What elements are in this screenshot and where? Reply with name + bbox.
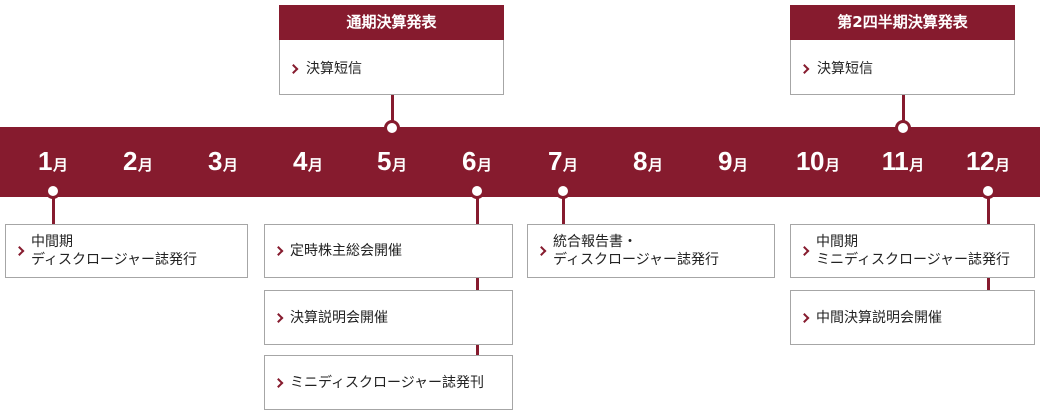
connector-line xyxy=(51,195,55,225)
month-unit: 月 xyxy=(909,156,925,174)
event-item-text: 中間決算説明会開催 xyxy=(816,309,942,327)
event-item-text: 定時株主総会開催 xyxy=(290,242,402,260)
event-item-text: ミニディスクロージャー誌発刊 xyxy=(290,374,484,392)
event-item-line: 決算説明会開催 xyxy=(290,309,388,326)
event-item-text: 統合報告書・ ディスクロージャー誌発行 xyxy=(553,233,719,269)
event-item: 決算短信 xyxy=(790,40,1015,95)
chevron-right-icon xyxy=(799,312,810,323)
month-number: 12 xyxy=(966,146,994,176)
month-number: 4 xyxy=(293,146,307,176)
month-label-4: 4月 xyxy=(268,143,348,179)
month-unit: 月 xyxy=(476,156,492,174)
event-card-annual-results: 通期決算発表 決算短信 xyxy=(279,5,504,95)
timeline-dot-month-11 xyxy=(895,120,911,136)
month-unit: 月 xyxy=(222,156,238,174)
event-item-line: 統合報告書・ xyxy=(553,234,637,250)
month-label-3: 3月 xyxy=(183,143,263,179)
event-item-line: 定時株主総会開催 xyxy=(290,243,402,259)
event-box-results-briefing: 決算説明会開催 xyxy=(264,290,513,345)
chevron-right-icon xyxy=(799,246,810,256)
timeline-dot-month-6 xyxy=(469,183,485,199)
month-number: 3 xyxy=(208,146,222,176)
event-item-line: ディスクロージャー誌発行 xyxy=(31,252,198,268)
month-number: 9 xyxy=(718,146,732,176)
event-item-line: 中間期 xyxy=(816,234,858,250)
month-label-1: 1月 xyxy=(13,143,93,179)
month-label-6: 6月 xyxy=(437,143,517,179)
chevron-right-icon xyxy=(536,246,547,256)
month-label-8: 8月 xyxy=(608,143,688,179)
event-item-line: 中間期 xyxy=(31,234,73,250)
event-card-q2-results: 第2四半期決算発表 決算短信 xyxy=(790,5,1015,95)
month-number: 5 xyxy=(377,146,391,176)
event-item-text: 中間期 ミニディスクロージャー誌発行 xyxy=(816,233,1010,269)
month-label-9: 9月 xyxy=(693,143,773,179)
month-label-10: 10月 xyxy=(778,143,858,179)
month-unit: 月 xyxy=(562,156,578,174)
month-number: 11 xyxy=(881,146,909,176)
event-item-line: 決算短信 xyxy=(817,61,873,77)
timeline-dot-month-1 xyxy=(45,183,61,199)
event-item-text: 決算短信 xyxy=(306,60,362,78)
month-label-7: 7月 xyxy=(523,143,603,179)
event-title: 通期決算発表 xyxy=(279,5,504,40)
connector-line xyxy=(390,95,394,122)
chevron-right-icon xyxy=(288,64,299,74)
timeline-dot-month-12 xyxy=(980,183,996,199)
month-unit: 月 xyxy=(732,156,748,174)
month-unit: 月 xyxy=(994,156,1010,174)
month-label-12: 12月 xyxy=(948,143,1028,179)
month-number: 8 xyxy=(633,146,647,176)
event-box-interim-results-briefing: 中間決算説明会開催 xyxy=(790,290,1035,345)
month-unit: 月 xyxy=(307,156,323,174)
event-item-text: 決算短信 xyxy=(817,60,873,78)
timeline-dot-month-5 xyxy=(384,120,400,136)
month-number: 1 xyxy=(38,146,52,176)
chevron-right-icon xyxy=(14,246,25,256)
event-item-line: 決算短信 xyxy=(306,61,362,77)
month-unit: 月 xyxy=(824,156,840,174)
event-item-line: ディスクロージャー誌発行 xyxy=(553,252,720,268)
chevron-right-icon xyxy=(799,64,810,74)
connector-line xyxy=(901,95,905,122)
month-unit: 月 xyxy=(391,156,407,174)
month-number: 7 xyxy=(548,146,562,176)
event-item-text: 中間期 ディスクロージャー誌発行 xyxy=(31,233,197,269)
event-box-shareholders-meeting: 定時株主総会開催 xyxy=(264,224,513,278)
chevron-right-icon xyxy=(273,246,284,256)
event-box-interim-mini-disclosure: 中間期 ミニディスクロージャー誌発行 xyxy=(790,224,1035,278)
timeline-dot-month-7 xyxy=(555,183,571,199)
month-label-2: 2月 xyxy=(98,143,178,179)
month-unit: 月 xyxy=(52,156,68,174)
timeline-band xyxy=(0,127,1040,197)
event-item: 決算短信 xyxy=(279,40,504,95)
month-label-5: 5月 xyxy=(352,143,432,179)
chevron-right-icon xyxy=(273,312,284,323)
month-unit: 月 xyxy=(137,156,153,174)
event-box-integrated-report: 統合報告書・ ディスクロージャー誌発行 xyxy=(527,224,775,278)
month-label-11: 11月 xyxy=(863,143,943,179)
event-item-line: ミニディスクロージャー誌発行 xyxy=(816,252,1011,268)
event-item-line: ミニディスクロージャー誌発刊 xyxy=(290,374,485,391)
month-unit: 月 xyxy=(647,156,663,174)
month-number: 6 xyxy=(462,146,476,176)
connector-line xyxy=(561,195,565,225)
event-box-interim-disclosure: 中間期 ディスクロージャー誌発行 xyxy=(5,224,248,278)
month-number: 10 xyxy=(796,146,824,176)
month-number: 2 xyxy=(123,146,137,176)
event-title: 第2四半期決算発表 xyxy=(790,5,1015,40)
event-box-mini-disclosure: ミニディスクロージャー誌発刊 xyxy=(264,355,513,410)
event-item-line: 中間決算説明会開催 xyxy=(816,309,942,326)
chevron-right-icon xyxy=(273,377,284,388)
event-item-text: 決算説明会開催 xyxy=(290,309,388,327)
